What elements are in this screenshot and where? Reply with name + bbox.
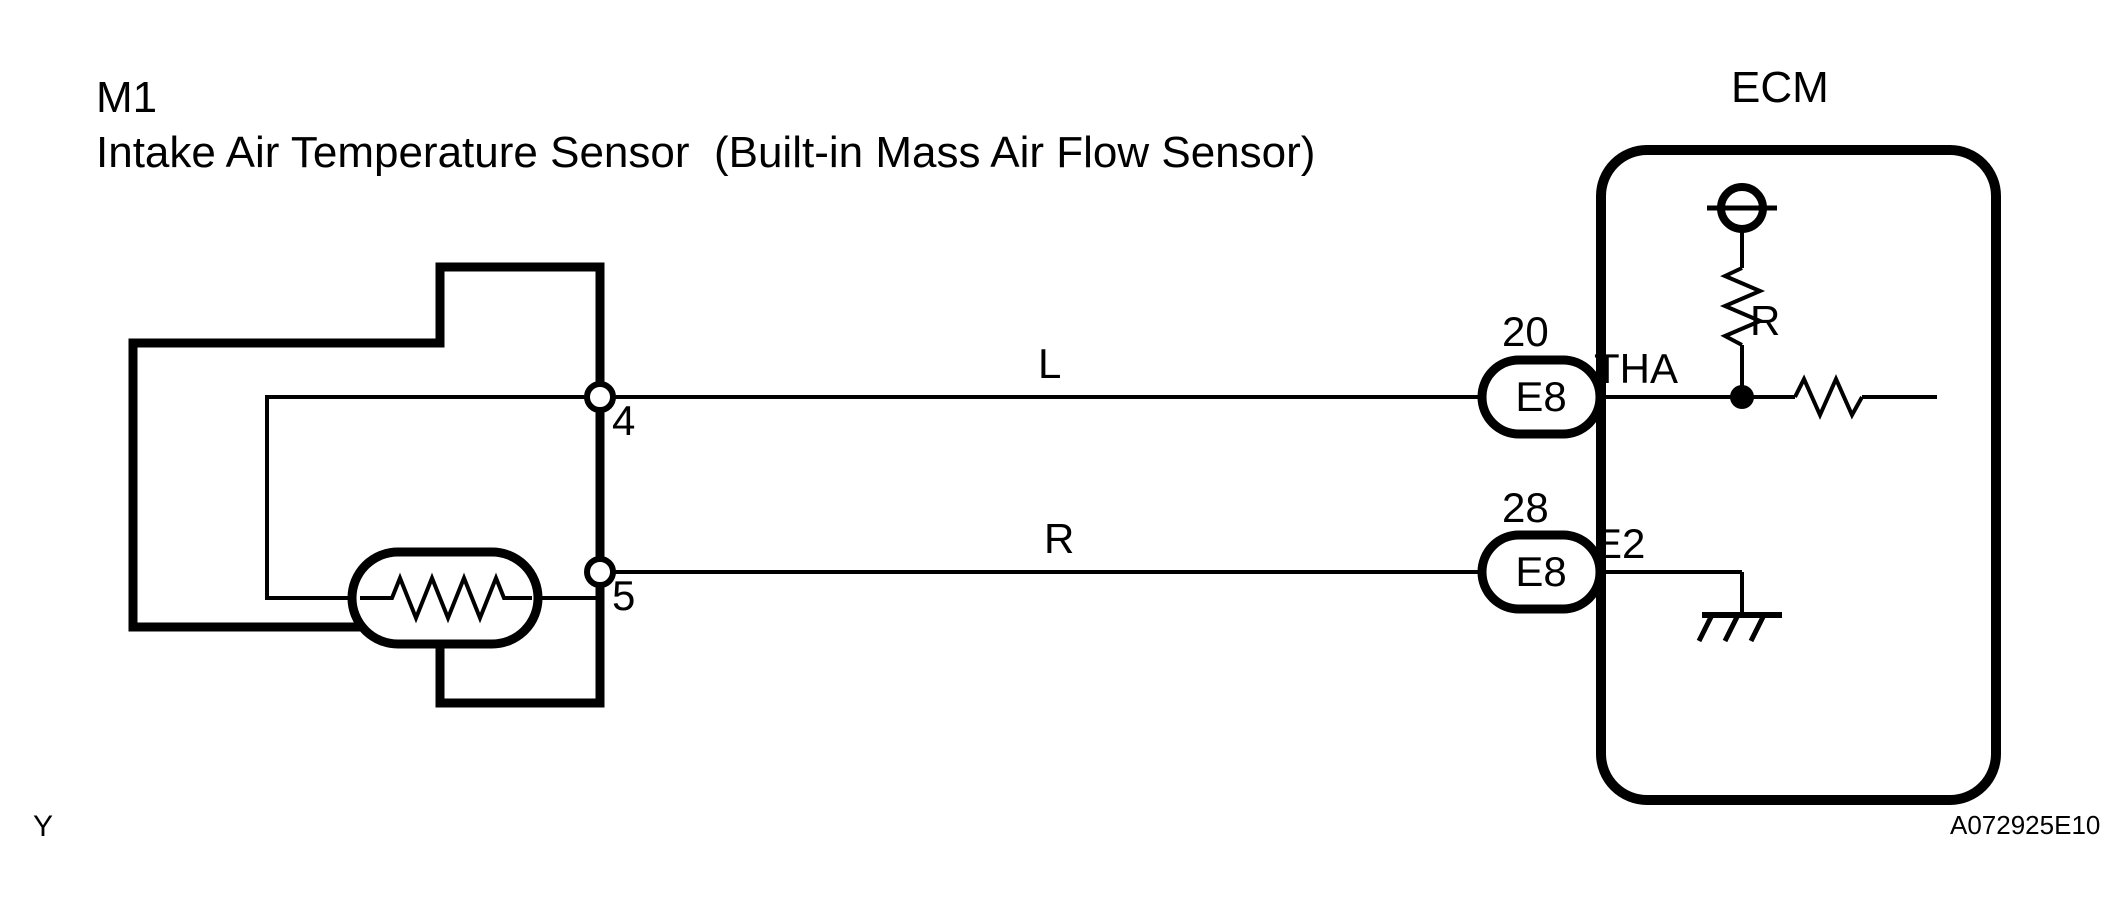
ecm-title-label: ECM (1731, 63, 1829, 112)
thermistor-zigzag-icon (360, 572, 532, 624)
terminal-circle-icon-4 (584, 381, 616, 413)
ground-icon-hatch-2 (1722, 613, 1741, 643)
wire-color-label-l: L (1038, 340, 1062, 387)
ground-icon-hatch-3 (1748, 613, 1767, 643)
ecm-box-outline (1596, 145, 2001, 805)
terminal-circle-icon-5 (584, 556, 616, 588)
ecm-terminal-number-20: 20 (1502, 308, 1549, 355)
component-name-label: Intake Air Temperature Sensor (Built-in … (96, 128, 1316, 177)
resistor-icon-pullup (1719, 266, 1766, 347)
pullup-resistor-label: R (1750, 297, 1781, 344)
connector-e8-terminal-28 (1477, 530, 1605, 614)
connector-e8-label-20: E8 (1515, 373, 1566, 420)
sensor-body-outline (128, 262, 605, 708)
resistor-icon-series (1793, 374, 1864, 420)
connector-e8-label-28: E8 (1515, 548, 1566, 595)
ecm-signal-label-e2: E2 (1594, 520, 1646, 567)
ground-icon-hatch-1 (1696, 613, 1715, 643)
figure-code-label: A072925E10 (1950, 810, 2101, 840)
sensor-terminal-number-5: 5 (612, 572, 636, 619)
ecm-terminal-number-28: 28 (1502, 484, 1549, 531)
sensor-terminal-number-4: 4 (612, 397, 636, 444)
thermistor-icon (347, 547, 543, 649)
component-id-label: M1 (96, 73, 158, 122)
connector-e8-terminal-20 (1477, 355, 1605, 439)
reference-mark-label: Y (33, 810, 54, 843)
ecm-signal-label-tha: THA (1594, 345, 1678, 392)
wire-color-label-r: R (1044, 515, 1075, 562)
